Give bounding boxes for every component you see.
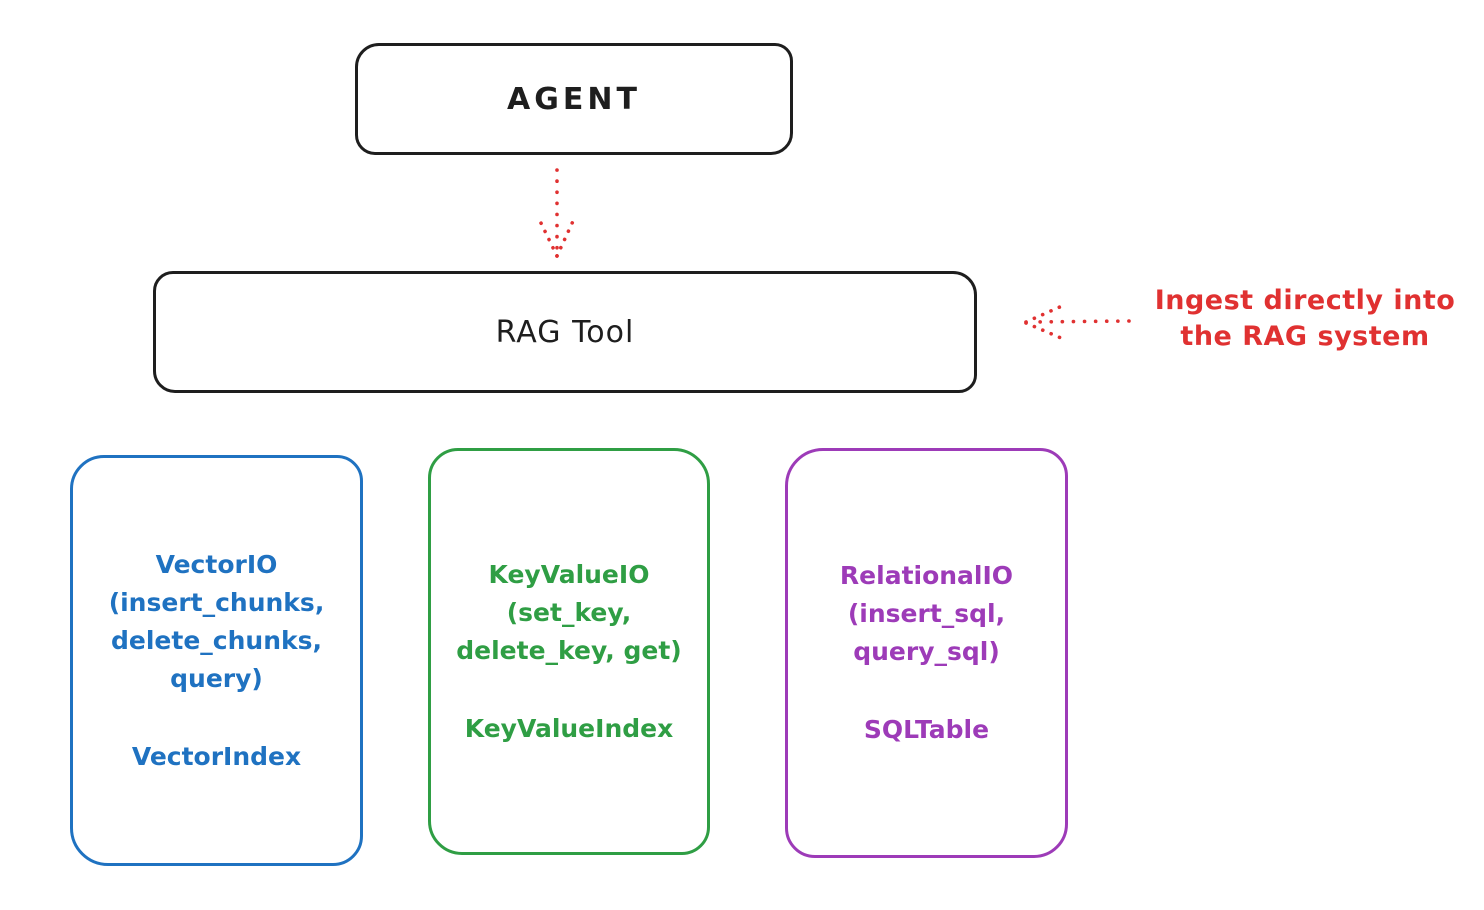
ingest-annotation: Ingest directly into the RAG system [1154, 285, 1456, 352]
rag-tool-node: RAG Tool [153, 271, 977, 393]
vector-io-interface: VectorIO (insert_chunks, delete_chunks, … [108, 549, 325, 693]
card-relational-io: RelationalIO (insert_sql, query_sql) SQL… [785, 448, 1068, 858]
agent-node: AGENT [355, 43, 793, 155]
card-keyvalue-io: KeyValueIO (set_key, delete_key, get) Ke… [428, 448, 710, 855]
keyvalue-io-interface: KeyValueIO (set_key, delete_key, get) [456, 559, 682, 665]
keyvalue-io-index: KeyValueIndex [464, 713, 674, 743]
rag-tool-label: RAG Tool [495, 314, 635, 350]
relational-io-interface: RelationalIO (insert_sql, query_sql) [839, 561, 1014, 666]
agent-to-rag-tool-arrow [538, 168, 576, 258]
agent-label: AGENT [507, 81, 641, 117]
relational-io-index: SQLTable [863, 715, 990, 744]
ingest-annotation-arrow [1024, 304, 1131, 340]
vector-io-index: VectorIndex [131, 741, 302, 771]
card-vector-io: VectorIO (insert_chunks, delete_chunks, … [70, 455, 363, 866]
